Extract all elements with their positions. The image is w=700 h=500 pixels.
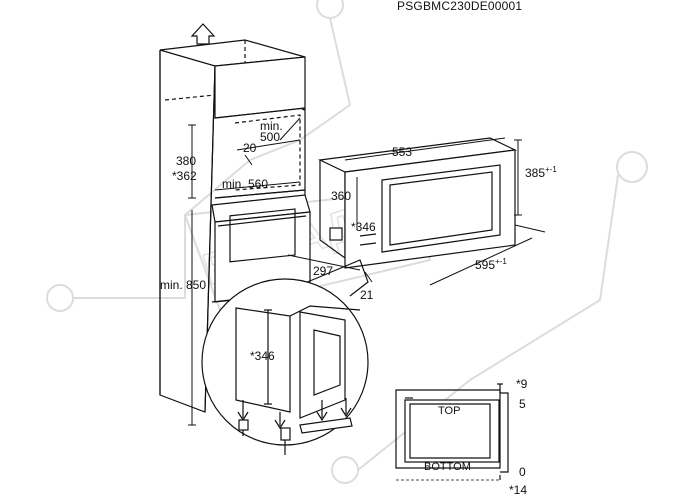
cabinet-min-height: min. 850 bbox=[160, 278, 207, 292]
appliance-depth: 297 bbox=[313, 264, 334, 278]
ventilation-up-arrow bbox=[190, 23, 216, 45]
microwave-appliance bbox=[317, 137, 518, 269]
appliance-front-width: 595+-1 bbox=[475, 257, 507, 272]
frame-top-alt: *9 bbox=[516, 377, 528, 391]
appliance-total-height: 385+-1 bbox=[525, 165, 557, 180]
cabinet-opening-height: 380 bbox=[176, 154, 197, 168]
cabinet-min-width: min. 560 bbox=[222, 177, 269, 191]
appliance-dimension-lines bbox=[287, 137, 546, 286]
cabinet-min-depth-label: min. bbox=[260, 119, 283, 133]
frame-bottom-alt: *14 bbox=[509, 483, 528, 497]
cabinet-min-depth-value: 500 bbox=[260, 130, 281, 144]
frame-bottom-label: BOTTOM bbox=[424, 461, 471, 473]
frame-bottom: 0 bbox=[519, 465, 526, 479]
cabinet-dimension-lines bbox=[188, 117, 301, 426]
detail-height: *346 bbox=[250, 349, 275, 363]
frame-top: 5 bbox=[519, 397, 526, 411]
frame-top-label: TOP bbox=[438, 405, 461, 417]
appliance-width: 553 bbox=[392, 145, 413, 159]
detail-zoom-circle bbox=[201, 278, 369, 455]
document-code: PSGBMC230DE00001 bbox=[397, 0, 523, 13]
cabinet-opening-height-alt: *362 bbox=[172, 169, 197, 183]
appliance-frame-depth: 21 bbox=[360, 288, 374, 302]
cabinet-gap: 20 bbox=[243, 141, 257, 155]
appliance-height: 360 bbox=[331, 189, 352, 203]
appliance-height-alt: *346 bbox=[351, 220, 376, 234]
frame-detail bbox=[395, 383, 509, 481]
